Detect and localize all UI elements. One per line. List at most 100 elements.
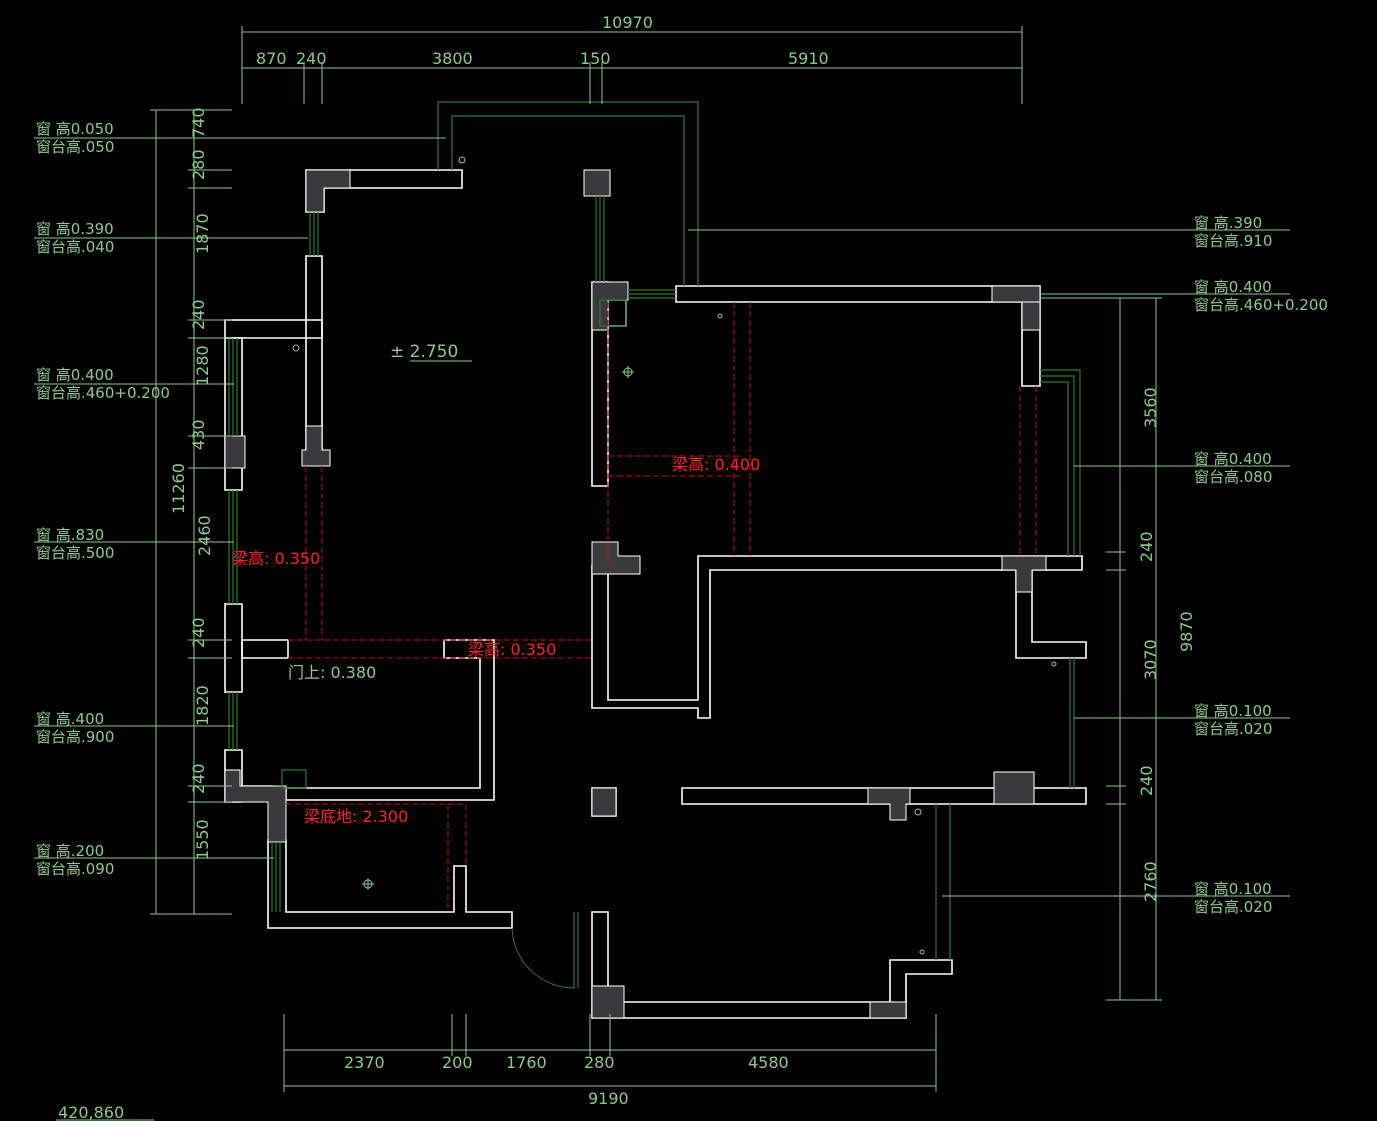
dim-left-seg-1: 280 xyxy=(189,149,208,180)
column-tr xyxy=(991,285,1041,303)
window-right-bay xyxy=(1040,369,1081,556)
wall-lower-room xyxy=(591,911,953,1019)
svg-text:窗台高.090: 窗台高.090 xyxy=(36,860,114,878)
dim-left-total: 11260 xyxy=(169,463,188,514)
beam-center-room xyxy=(607,302,751,566)
svg-text:窗台高.020: 窗台高.020 xyxy=(1194,720,1272,738)
level-marker: ± 2.750 xyxy=(390,342,458,362)
svg-text:窗 高.400: 窗 高.400 xyxy=(36,710,104,728)
window-label-left-5: 窗 高.400 窗台高.900 xyxy=(36,710,114,746)
beam-label-3: 梁高: 0.350 xyxy=(468,640,556,659)
column-center-mid xyxy=(591,541,641,575)
dim-left-seg-11: 1550 xyxy=(193,819,212,860)
wall-bedroom-top xyxy=(675,285,1041,387)
column-left-lower xyxy=(224,769,287,843)
svg-text:窗 高0.100: 窗 高0.100 xyxy=(1194,880,1272,898)
svg-text:窗 高.390: 窗 高.390 xyxy=(1194,214,1262,232)
window-lower-left xyxy=(573,912,579,988)
wall-mid-left xyxy=(241,639,289,659)
svg-text:窗 高0.390: 窗 高0.390 xyxy=(36,220,114,238)
door-swing-arc xyxy=(511,927,575,989)
dim-left-seg-3: 1870 xyxy=(193,213,212,254)
beam-label-2: 梁高: 0.350 xyxy=(232,549,320,568)
window-label-left-2: 窗 高0.390 窗台高.040 xyxy=(36,220,114,256)
dim-top-total: 10970 xyxy=(602,13,653,32)
column-lower-mid xyxy=(867,787,911,821)
wall-center-mid xyxy=(591,555,1083,719)
column-top-center xyxy=(583,169,611,197)
dim-bottom-seg-2: 200 xyxy=(442,1053,473,1072)
svg-text:窗台高.080: 窗台高.080 xyxy=(1194,468,1272,486)
beam-left-vertical xyxy=(305,466,323,640)
window-label-left-1: 窗 高0.050 窗台高.050 xyxy=(36,120,114,156)
closet-fixture xyxy=(281,769,307,789)
columns xyxy=(224,169,1047,1019)
wall-lower-top xyxy=(681,787,1087,805)
column-tr-2 xyxy=(1021,301,1041,331)
svg-text:窗 高0.400: 窗 高0.400 xyxy=(1194,278,1272,296)
window-label-left-4: 窗 高.830 窗台高.500 xyxy=(36,526,114,562)
svg-text:窗台高.040: 窗台高.040 xyxy=(36,238,114,256)
svg-text:窗台高.460+0.200: 窗台高.460+0.200 xyxy=(36,384,170,402)
svg-text:窗台高.900: 窗台高.900 xyxy=(36,728,114,746)
window-label-right-2: 窗 高0.400 窗台高.460+0.200 xyxy=(1194,278,1328,314)
dim-right-seg-5: 2760 xyxy=(1141,861,1160,902)
beam-right-bay xyxy=(1019,386,1037,556)
window-right-lower xyxy=(1069,658,1075,788)
dim-top-seg-2: 240 xyxy=(296,49,327,68)
dim-top-seg-3: 3800 xyxy=(432,49,473,68)
window-label-right-4: 窗 高0.100 窗台高.020 xyxy=(1194,702,1272,738)
column-bottom-right xyxy=(869,1001,907,1019)
svg-text:窗 高.830: 窗 高.830 xyxy=(36,526,104,544)
dim-bottom-total: 9190 xyxy=(588,1089,629,1108)
dim-top-seg-4: 150 xyxy=(580,49,611,68)
beam-horizontal-mid xyxy=(288,639,592,659)
dim-left-seg-2: 740 xyxy=(189,107,208,138)
dim-left-seg-6: 430 xyxy=(189,419,208,450)
window-top-center-small xyxy=(628,289,676,299)
dim-bottom-seg-1: 2370 xyxy=(344,1053,385,1072)
fixture-top-center xyxy=(599,299,627,327)
svg-text:窗 高.200: 窗 高.200 xyxy=(36,842,104,860)
window-left-outer xyxy=(228,338,238,436)
dim-left-seg-8: 240 xyxy=(189,617,208,648)
column-right-mid xyxy=(1001,555,1047,593)
dim-top-seg-5: 5910 xyxy=(788,49,829,68)
dim-top-seg-1: 870 xyxy=(256,49,287,68)
svg-text:窗 高0.050: 窗 高0.050 xyxy=(36,120,114,138)
svg-text:窗 高0.400: 窗 高0.400 xyxy=(36,366,114,384)
dim-right-seg-1: 3560 xyxy=(1141,387,1160,428)
column-upper-left xyxy=(305,169,351,213)
dim-left-seg-10: 240 xyxy=(189,763,208,794)
svg-text:窗台高.020: 窗台高.020 xyxy=(1194,898,1272,916)
wall-left-pier xyxy=(305,255,323,451)
dim-left-seg-4: 240 xyxy=(189,299,208,330)
dim-left-seg-9: 1820 xyxy=(193,685,212,726)
window-bay-top xyxy=(437,101,699,286)
window-lower-right xyxy=(935,804,951,960)
dim-right-seg-3: 3070 xyxy=(1141,639,1160,680)
svg-text:窗 高0.100: 窗 高0.100 xyxy=(1194,702,1272,720)
svg-text:窗台高.500: 窗台高.500 xyxy=(36,544,114,562)
window-label-right-1: 窗 高.390 窗台高.910 xyxy=(1194,214,1272,250)
wall-left-outer-2 xyxy=(224,603,243,693)
svg-text:窗台高.460+0.200: 窗台高.460+0.200 xyxy=(1194,296,1328,314)
windows xyxy=(228,101,1081,988)
fixture-marks xyxy=(292,156,1057,955)
wall-left-stub xyxy=(224,319,323,339)
dim-bottom-seg-3: 1760 xyxy=(506,1053,547,1072)
window-left-lower xyxy=(228,692,238,750)
dim-bottom-seg-5: 4580 xyxy=(748,1053,789,1072)
window-label-right-3: 窗 高0.400 窗台高.080 xyxy=(1194,450,1272,486)
window-label-left-6: 窗 高.200 窗台高.090 xyxy=(36,842,114,878)
dim-left-seg-7: 2460 xyxy=(195,515,214,556)
window-label-left-3: 窗 高0.400 窗台高.460+0.200 xyxy=(36,366,170,402)
walls xyxy=(224,169,1087,1019)
wall-bathroom xyxy=(267,839,513,929)
dim-right-total: 9870 xyxy=(1177,611,1196,652)
svg-text:窗 高0.400: 窗 高0.400 xyxy=(1194,450,1272,468)
beam-bath xyxy=(286,803,467,912)
column-left-mid xyxy=(224,435,246,469)
svg-text:窗台高.050: 窗台高.050 xyxy=(36,138,114,156)
